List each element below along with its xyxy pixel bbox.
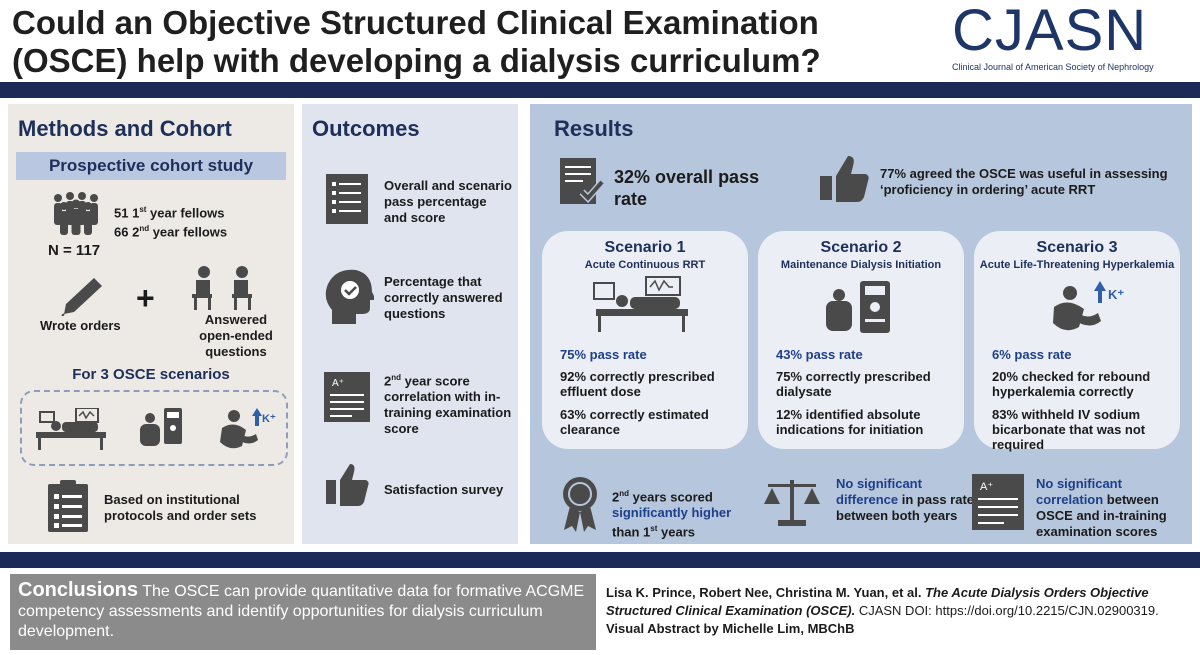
- fellows-1-num: 51 1: [114, 205, 140, 221]
- scenario-2-pass-rate: 43% pass rate: [776, 347, 863, 362]
- citation: Lisa K. Prince, Robert Nee, Christina M.…: [606, 584, 1190, 638]
- finding-2-highlight: No significant difference: [836, 476, 922, 507]
- award-ribbon-icon: [560, 476, 600, 532]
- logo-mark: CJASN: [952, 0, 1148, 63]
- clipboard-check-icon: [560, 158, 606, 206]
- hyperkalemia-icon-2: K⁺: [1048, 277, 1134, 337]
- k-label-2: K⁺: [1108, 287, 1124, 302]
- outcome-item-3: 2nd year score correlation with in-train…: [384, 370, 512, 437]
- methods-heading: Methods and Cohort: [18, 116, 232, 141]
- scenario-card-2: Scenario 2 Maintenance Dialysis Initiati…: [758, 231, 964, 449]
- exam-score-icon: A⁺: [972, 474, 1024, 530]
- scenario-2-subtitle: Maintenance Dialysis Initiation: [780, 259, 942, 271]
- scenario-2-finding-1: 75% correctly prescribed dialysate: [776, 369, 931, 399]
- journal-logo: CJASN Clinical Journal of American Socie…: [952, 0, 1182, 73]
- conclusions-text: The OSCE can provide quantitative data f…: [18, 583, 585, 640]
- page-title: Could an Objective Structured Clinical E…: [12, 4, 821, 79]
- conclusions-label: Conclusions: [18, 579, 139, 601]
- hyperkalemia-icon: K⁺: [216, 402, 276, 456]
- pen-icon: [60, 276, 106, 316]
- no-correlation-finding: No significant correlation between OSCE …: [1036, 476, 1186, 540]
- citation-credit: Visual Abstract by Michelle Lim, MBChB: [606, 621, 855, 636]
- finding-1-sup2: st: [650, 524, 658, 534]
- answered-label: Answered open-ended questions: [199, 312, 273, 359]
- outcome-item-4: Satisfaction survey: [384, 482, 504, 497]
- agreed-statement: 77% agreed the OSCE was useful in assess…: [880, 166, 1168, 197]
- scenario-3-pass-rate: 6% pass rate: [992, 347, 1072, 362]
- finding-1-sup: nd: [619, 489, 630, 498]
- dialysis-chair-icon: [138, 402, 184, 454]
- scenario-3-subtitle: Acute Life-Threatening Hyperkalemia: [979, 259, 1175, 271]
- score-sheet-icon: A⁺: [324, 372, 370, 422]
- fellows-2-text: year fellows: [149, 224, 228, 240]
- scenario-1-finding-1: 92% correctly prescribed effluent dose: [560, 369, 715, 399]
- top-divider: [0, 82, 1200, 98]
- finding-1-highlight: significantly higher: [612, 505, 732, 521]
- people-group-icon: [48, 188, 104, 238]
- fellows-1-sup: st: [139, 205, 147, 214]
- icu-bed-icon: [32, 408, 118, 452]
- scenario-3-finding-1: 20% checked for rebound hyperkalemia cor…: [992, 369, 1151, 399]
- outcome-3-sup: nd: [391, 373, 402, 382]
- scales-icon: [762, 476, 822, 528]
- finding-1-prefix: 2: [612, 489, 620, 505]
- scenario-1-title: Scenario 1: [604, 239, 686, 256]
- study-type-banner: Prospective cohort study: [16, 152, 286, 180]
- scenario-2-finding-2: 12% identified absolute indications for …: [776, 407, 924, 437]
- overall-pass-rate: 32% overall pass rate: [614, 167, 760, 209]
- methods-panel: Methods and Cohort Prospective cohort st…: [8, 104, 294, 544]
- finding-3-highlight: No significant correlation: [1036, 476, 1122, 507]
- finding-2-text: in pass rates between both years: [836, 492, 982, 523]
- scenarios-label: For 3 OSCE scenarios: [72, 366, 230, 383]
- scenario-icons-box: K⁺: [20, 390, 288, 466]
- fellows-1-text: year fellows: [146, 205, 225, 221]
- finding-1-d: years: [657, 524, 696, 540]
- finding-3-text: between OSCE and in-training examination…: [1036, 492, 1167, 539]
- outcome-3-prefix: 2: [384, 373, 392, 389]
- scenario-3-finding-2: 83% withheld IV sodium bicarbonate that …: [992, 407, 1146, 452]
- scenario-1-finding-2: 63% correctly estimated clearance: [560, 407, 709, 437]
- thumbs-up-result-icon: [820, 154, 870, 202]
- plus-sign: +: [136, 280, 155, 316]
- bottom-divider: [0, 552, 1200, 568]
- scenario-2-title: Scenario 2: [820, 239, 902, 256]
- fellows-counts: 51 1st year fellows 66 2nd year fellows: [114, 202, 227, 241]
- k-label-1: K⁺: [262, 413, 276, 425]
- total-n: N = 117: [48, 242, 101, 259]
- outcome-item-1: Overall and scenario pass percentage and…: [384, 178, 512, 225]
- dialysis-chair-icon-2: [824, 277, 894, 337]
- results-heading: Results: [554, 116, 634, 141]
- scenario-1-pass-rate: 75% pass rate: [560, 347, 647, 362]
- results-panel: Results 32% overall pass rate 77% agreed…: [530, 104, 1192, 544]
- citation-article: The Acute Dialysis Orders Objective Stru…: [606, 585, 1149, 618]
- logo-subtitle: Clinical Journal of American Society of …: [952, 62, 1154, 72]
- protocols-text: Based on institutional protocols and ord…: [104, 492, 257, 523]
- outcome-item-2: Percentage that correctly answered quest…: [384, 274, 503, 321]
- fellows-2-sup: nd: [139, 224, 150, 234]
- icu-bed-icon-2: [590, 275, 700, 335]
- finding-1-c: than 1: [612, 524, 651, 540]
- checklist-icon: [48, 480, 88, 532]
- no-difference-finding: No significant difference in pass rates …: [836, 476, 986, 524]
- svg-text:A⁺: A⁺: [980, 481, 993, 493]
- scenario-1-subtitle: Acute Continuous RRT: [584, 259, 706, 271]
- document-list-icon: [326, 174, 368, 224]
- scenario-3-title: Scenario 3: [1036, 239, 1118, 256]
- citation-doi: CJASN DOI: https://doi.org/10.2215/CJN.0…: [855, 603, 1159, 618]
- scenario-card-3: Scenario 3 Acute Life-Threatening Hyperk…: [974, 231, 1180, 452]
- outcome-3-text: year score correlation with in-training …: [384, 373, 512, 437]
- fellows-2-num: 66 2: [114, 224, 140, 240]
- finding-1-a: years scored: [629, 489, 713, 505]
- outcomes-heading: Outcomes: [312, 116, 420, 141]
- svg-text:A⁺: A⁺: [332, 378, 344, 389]
- scenario-card-1: Scenario 1 Acute Continuous RRT 75% pass…: [542, 231, 748, 449]
- conclusions-box: Conclusions The OSCE can provide quantit…: [10, 574, 596, 650]
- interview-icon: [188, 264, 258, 310]
- thumbs-up-icon: [326, 462, 370, 506]
- citation-authors: Lisa K. Prince, Robert Nee, Christina M.…: [606, 585, 926, 600]
- head-check-icon: [324, 268, 374, 324]
- years-score-finding: 2nd years scored significantly higher th…: [612, 486, 752, 541]
- outcomes-panel: Outcomes Overall and scenario pass perce…: [302, 104, 518, 544]
- wrote-orders-label: Wrote orders: [40, 318, 121, 333]
